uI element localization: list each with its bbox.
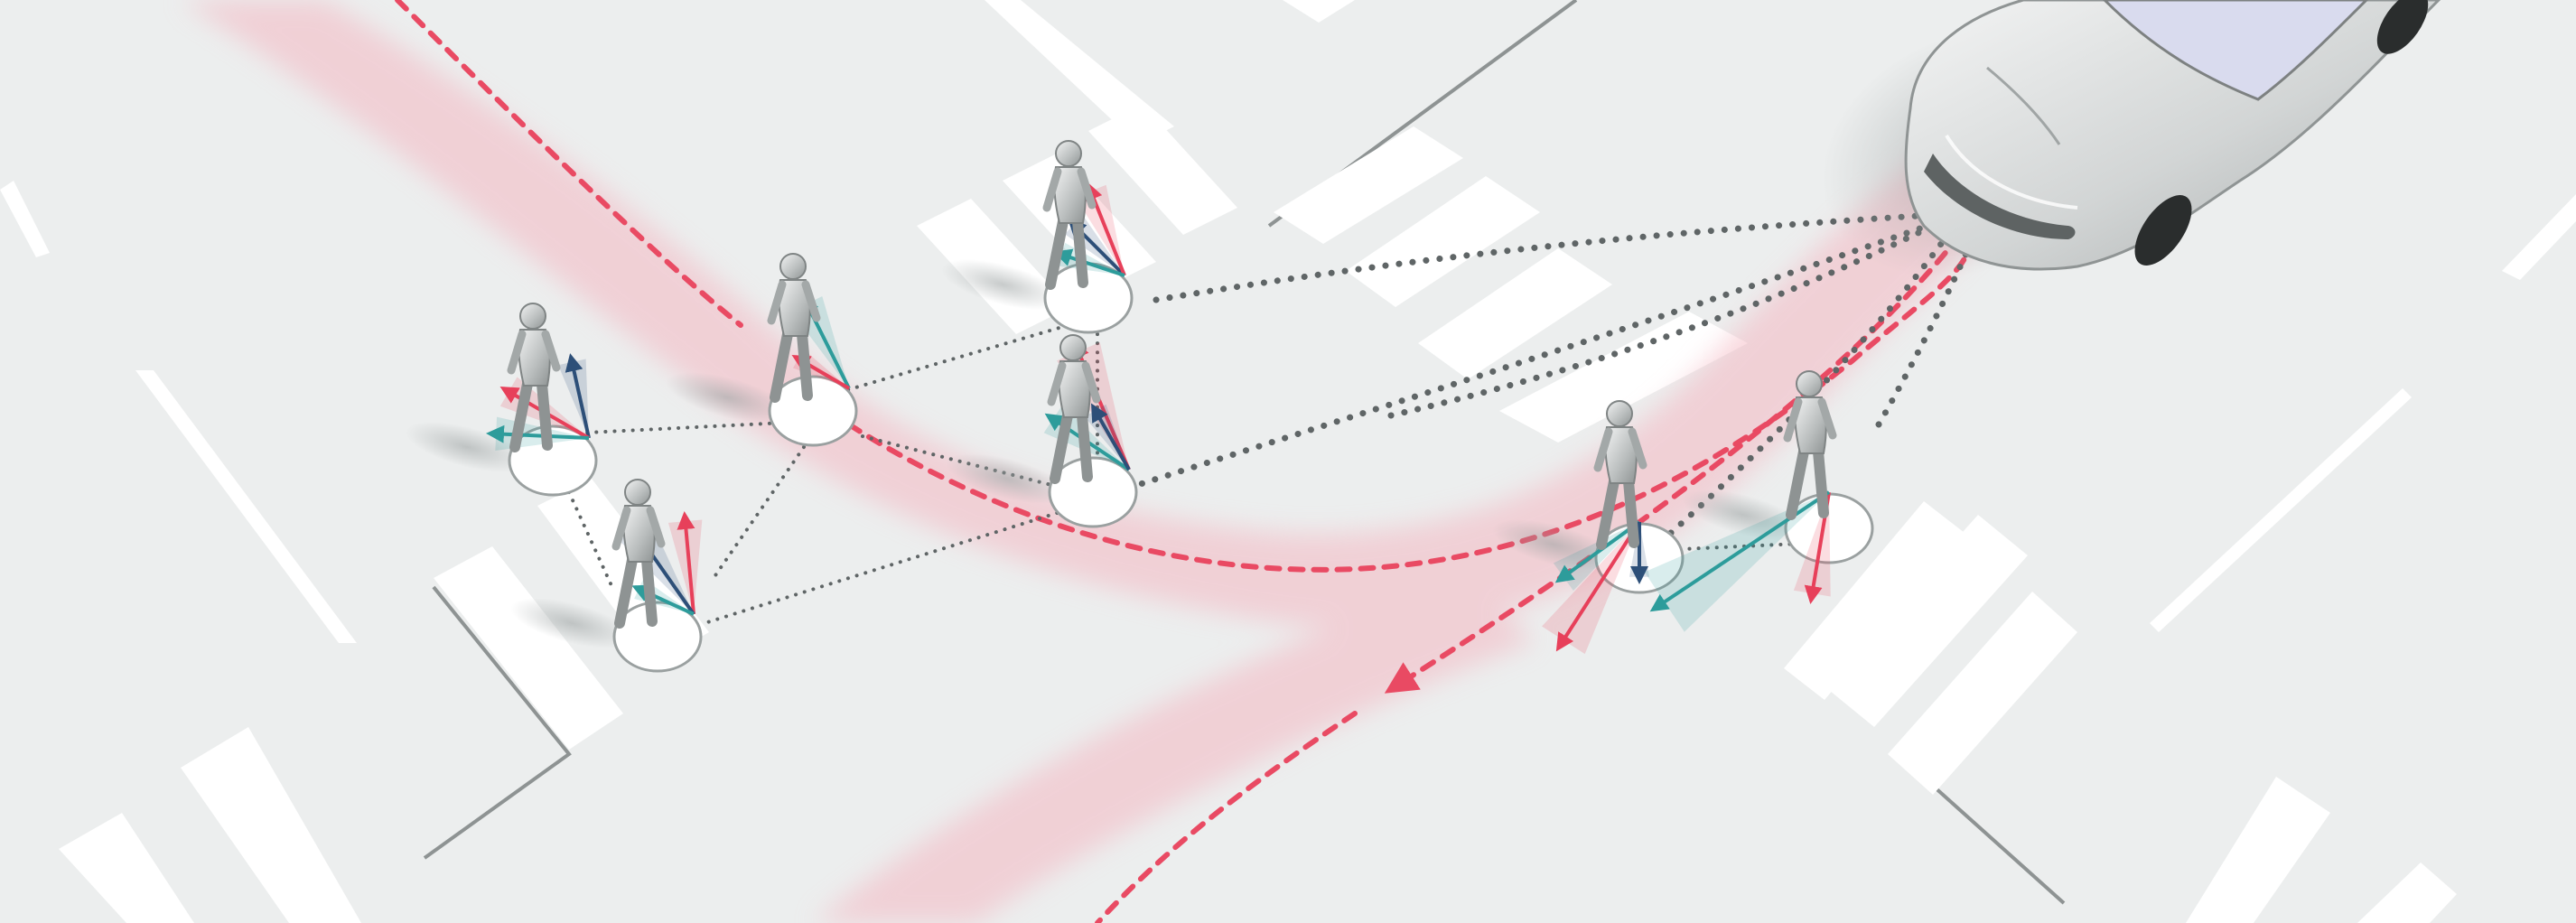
pedestrian-base-disc	[508, 424, 598, 497]
teal-uncertainty-fan	[1057, 242, 1125, 275]
ego-vehicle	[1821, 0, 2441, 278]
red-uncertainty-fan	[1075, 184, 1125, 275]
red-uncertainty-fan	[667, 519, 703, 614]
red-heading-arrow	[1555, 520, 1641, 652]
teal-heading-arrow	[486, 424, 590, 443]
pedestrian-shadow	[510, 598, 633, 648]
teal-heading-arrow	[1554, 520, 1641, 583]
pedestrian-p1	[406, 303, 598, 497]
pedestrian-base-disc	[768, 375, 858, 447]
car-icon	[1904, 0, 2441, 271]
walking-person-icon	[1047, 334, 1101, 484]
walking-person-icon	[1783, 370, 1837, 520]
navy-uncertainty-fan	[557, 359, 589, 438]
pedestrian-shadow	[406, 422, 528, 472]
pedestrian-shadow	[666, 372, 789, 423]
pedestrian-shadow	[946, 453, 1069, 504]
walking-person-icon	[507, 303, 561, 452]
heading-arrows	[1644, 490, 1831, 632]
pedestrian-base-disc	[1048, 456, 1138, 528]
red-uncertainty-fan	[1542, 522, 1639, 655]
red-heading-arrow	[677, 511, 695, 615]
pedestrian-p2	[666, 253, 858, 447]
walking-person-icon	[611, 479, 666, 629]
pedestrian-p6	[1492, 400, 1685, 655]
pedestrian-shadow	[1492, 519, 1615, 570]
standing-person-icon	[1593, 400, 1647, 550]
pedestrian-shadow	[941, 259, 1064, 310]
walking-person-icon	[767, 253, 821, 403]
pedestrians-layer	[406, 140, 1874, 673]
teal-heading-arrow	[1649, 490, 1831, 612]
navy-heading-arrow	[1091, 403, 1131, 471]
teal-heading-arrow	[1053, 248, 1125, 277]
pedestrian-p3	[941, 140, 1134, 334]
teal-uncertainty-fan	[1644, 492, 1829, 632]
pedestrian-p4	[946, 334, 1138, 528]
pedestrian-base-disc	[612, 601, 703, 673]
navy-heading-arrow	[565, 353, 591, 439]
pedestrian-p7	[1644, 370, 1874, 632]
heading-arrows	[1542, 520, 1650, 655]
standing-person-icon	[1042, 140, 1097, 290]
pedestrian-p5	[510, 479, 703, 673]
red-uncertainty-fan	[1793, 492, 1831, 597]
